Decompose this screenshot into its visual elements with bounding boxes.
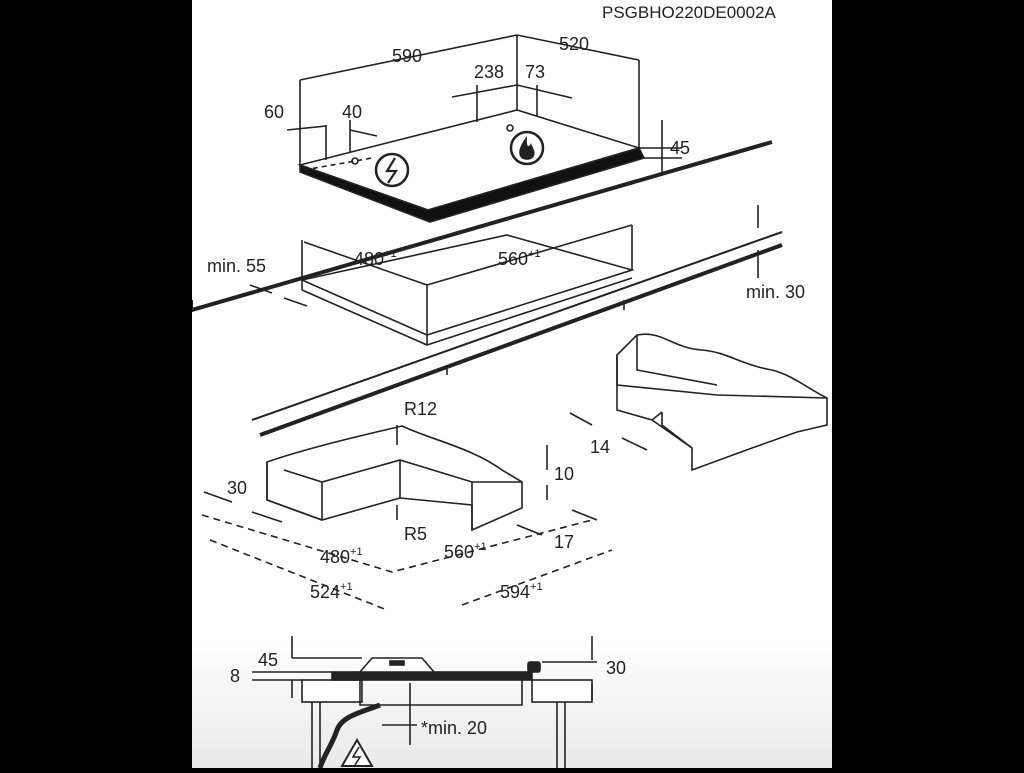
template-r5: R5 bbox=[404, 524, 427, 544]
template-outer-524: 524+1 bbox=[310, 581, 353, 602]
template-inner-560: 560+1 bbox=[444, 541, 487, 562]
template-dim-30: 30 bbox=[227, 478, 247, 498]
template-inner-480: 480+1 bbox=[320, 546, 363, 567]
section-dim-30: 30 bbox=[606, 658, 626, 678]
section-dim-8: 8 bbox=[230, 666, 240, 686]
cutout-length-560: 560+1 bbox=[498, 248, 541, 269]
dim-238: 238 bbox=[474, 62, 504, 82]
electric-hazard-icon bbox=[374, 152, 410, 188]
template-dim-17: 17 bbox=[554, 532, 574, 552]
alt-sealing-piece bbox=[569, 333, 828, 472]
dim-thickness-45: 45 bbox=[670, 138, 690, 158]
section-shade bbox=[192, 640, 832, 768]
worktop-cutout bbox=[191, 140, 783, 437]
diagram-svg: PSGBHO220DE0002A 590 bbox=[191, 3, 832, 769]
electric-warning-icon bbox=[340, 737, 374, 767]
template-outer-594: 594+1 bbox=[500, 581, 543, 602]
sealing-template bbox=[201, 425, 613, 611]
section-view bbox=[252, 636, 597, 768]
section-cable bbox=[317, 702, 381, 769]
installation-diagram: PSGBHO220DE0002A 590 bbox=[191, 0, 832, 769]
dim-60: 60 bbox=[264, 102, 284, 122]
dim-40: 40 bbox=[342, 102, 362, 122]
cutout-min-55: min. 55 bbox=[207, 256, 266, 276]
dim-width-590: 590 bbox=[392, 46, 422, 66]
cutout-hole bbox=[299, 234, 635, 336]
dim-depth-520: 520 bbox=[559, 34, 589, 54]
template-dim-10: 10 bbox=[554, 464, 574, 484]
section-dim-45: 45 bbox=[258, 650, 278, 670]
flame-icon bbox=[509, 130, 545, 166]
dim-73: 73 bbox=[525, 62, 545, 82]
cutout-min-30: min. 30 bbox=[746, 282, 805, 302]
section-min-20: *min. 20 bbox=[421, 718, 487, 738]
alt-dim-14: 14 bbox=[590, 437, 610, 457]
template-r12: R12 bbox=[404, 399, 437, 419]
cutout-width-480: 480+1 bbox=[354, 248, 397, 269]
document-code: PSGBHO220DE0002A bbox=[602, 3, 777, 22]
